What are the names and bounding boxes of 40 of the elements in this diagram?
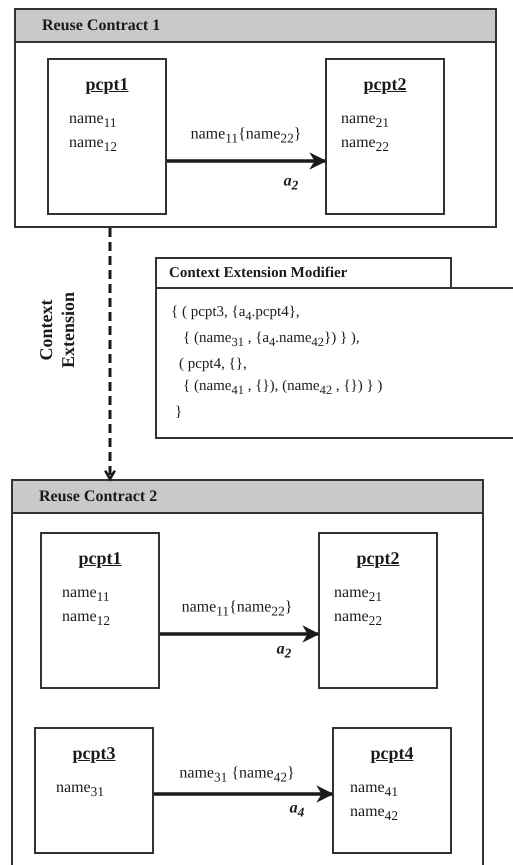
arrow: [160, 625, 320, 643]
attribute-name: name$_{31}$: [55, 778, 105, 802]
class-box: [332, 727, 452, 854]
attribute-name: name$_{11}$: [68, 109, 118, 132]
code-line: }: [174, 403, 184, 422]
attribute-name: name$_{42}$: [349, 802, 399, 826]
class-name: pcpt1: [77, 548, 122, 569]
title-bar: Reuse Contract 1: [16, 10, 495, 43]
class-box: [34, 727, 154, 854]
container-frame: [11, 479, 484, 865]
attribute-name: name$_{21}$: [340, 109, 390, 132]
title-bar: Reuse Contract 2: [13, 481, 482, 514]
code-line: { (name$_{41}$ , {}), (name$_{42}$ , {}) } ): [182, 377, 384, 399]
attribute-name: name$_{22}$: [333, 607, 383, 630]
panel-header: Context Extension Modifier: [155, 257, 452, 287]
attribute-name: name$_{22}$: [340, 133, 390, 156]
arrow: [154, 785, 334, 803]
class-name: pcpt2: [362, 74, 408, 95]
class-box: [325, 58, 445, 215]
arrow: [167, 152, 327, 170]
class-box: [40, 532, 160, 689]
dashed-arrow: [104, 228, 116, 480]
class-box: [47, 58, 167, 215]
code-line: ( pcpt4, {},: [178, 355, 248, 374]
class-name: pcpt2: [355, 548, 400, 569]
code-line: { (name$_{31}$ , {a$_{4}$.name$_{42}$}) } ),: [182, 329, 361, 351]
attribute-name: name$_{41}$: [349, 778, 399, 802]
arrow-name: a$_{2}$: [284, 172, 298, 194]
class-name: pcpt4: [369, 743, 414, 764]
arrow-name: a$_{2}$: [276, 640, 292, 662]
attribute-name: name$_{12}$: [61, 607, 111, 630]
class-name: pcpt1: [84, 74, 130, 95]
class-box: [318, 532, 438, 689]
container-frame: [14, 8, 497, 228]
arrow-name: a$_{4}$: [290, 799, 304, 821]
attribute-name: name$_{12}$: [68, 133, 118, 156]
attribute-name: name$_{11}$: [61, 583, 110, 606]
code-line: { ( pcpt3, {a$_{4}$.pcpt4},: [170, 303, 301, 325]
class-name: pcpt3: [71, 743, 116, 764]
attribute-name: name$_{21}$: [333, 583, 383, 606]
